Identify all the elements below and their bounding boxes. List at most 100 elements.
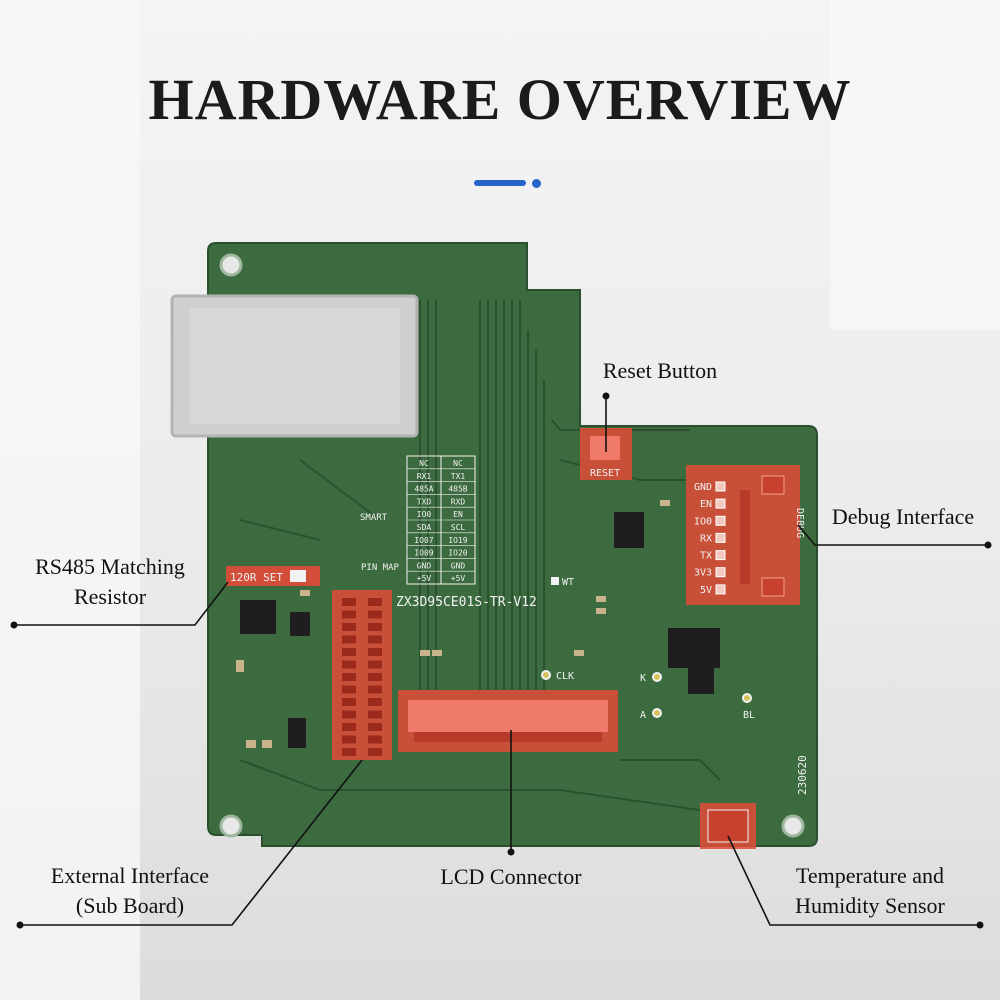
lcd-connector-highlight — [398, 690, 618, 752]
label-external-interface: External Interface (Sub Board) — [20, 861, 240, 921]
header-pin — [342, 598, 356, 606]
debug-pin-label-5v: 5V — [700, 585, 712, 596]
debug-pin-label-tx: TX — [700, 551, 712, 562]
label-sensor-line2: Humidity Sensor — [795, 893, 945, 918]
header-pin — [368, 673, 382, 681]
passive-components — [236, 500, 670, 748]
label-temp-humidity-sensor: Temperature and Humidity Sensor — [770, 861, 970, 921]
pin-map-cell-9R: +5V — [451, 574, 466, 583]
label-reset-button-text: Reset Button — [602, 358, 718, 383]
label-sensor-line1: Temperature and — [795, 863, 945, 888]
header-pin — [368, 623, 382, 631]
wt-marker — [551, 577, 559, 585]
debug-pin-label-rx: RX — [700, 533, 712, 544]
pin-map-cell-6R: IO19 — [448, 536, 467, 545]
header-pin — [342, 698, 356, 706]
header-pin — [342, 673, 356, 681]
callout-lines — [14, 396, 988, 926]
header-pin — [342, 710, 356, 719]
silk-debug: DEBUG — [794, 508, 805, 538]
header-pin — [342, 610, 356, 619]
header-pin — [342, 748, 356, 756]
debug-pin-label-io0: IO0 — [694, 516, 712, 527]
debug-pin-pad — [715, 567, 726, 578]
sensor-highlight — [700, 803, 756, 849]
ic-chips — [240, 512, 720, 748]
header-pin — [342, 635, 356, 644]
label-debug-interface-text: Debug Interface — [831, 504, 975, 529]
silk-pin-map: PIN MAP — [361, 563, 400, 573]
silk-model: ZX3D95CE01S-TR-V12 — [396, 595, 537, 610]
pin-map-cell-2R: 485B — [448, 485, 467, 494]
title-underline-dot — [532, 179, 541, 188]
label-debug-interface: Debug Interface — [808, 502, 998, 532]
mounting-holes — [219, 253, 805, 838]
background-shelf — [830, 0, 1000, 330]
pin-map-cell-6L: IO07 — [414, 536, 433, 545]
pin-map-cell-0L: NC — [419, 459, 429, 468]
header-pin — [368, 723, 382, 731]
pin-map-cell-3L: TXD — [417, 497, 432, 506]
silk-bl: BL — [743, 710, 755, 721]
pin-map-cell-8L: GND — [417, 561, 432, 570]
silk-120r: 120R SET — [230, 571, 283, 584]
silk-a: A — [640, 710, 646, 721]
debug-pin-pad — [715, 481, 726, 492]
pin-map-cell-8R: GND — [451, 561, 466, 570]
title-underline — [474, 180, 526, 186]
page-title: HARDWARE OVERVIEW — [148, 67, 852, 132]
pin-map-cell-5R: SCL — [451, 523, 466, 532]
pin-map-cell-2L: 485A — [414, 485, 433, 494]
label-reset-button: Reset Button — [560, 356, 760, 386]
silk-k: K — [640, 673, 646, 684]
pin-map-cell-5L: SDA — [417, 523, 432, 532]
header-pin — [368, 735, 382, 744]
label-lcd-connector-text: LCD Connector — [440, 864, 582, 889]
label-rs485-line2: Resistor — [73, 584, 147, 609]
header-pin — [368, 698, 382, 706]
debug-pin-label-3v3: 3V3 — [694, 568, 712, 579]
pin-map-cell-4L: IO0 — [417, 510, 432, 519]
pin-map-cell-0R: NC — [453, 459, 463, 468]
header-pin — [368, 748, 382, 756]
header-pin — [342, 623, 356, 631]
background-wall-panel — [0, 0, 140, 1000]
pin-map-cell-1R: TX1 — [451, 472, 466, 481]
label-lcd-connector: LCD Connector — [406, 862, 616, 892]
external-header-highlight — [332, 590, 392, 760]
debug-pin-pad — [715, 584, 726, 595]
shield-top — [190, 308, 400, 424]
header-pin — [368, 710, 382, 719]
debug-pin-label-gnd: GND — [694, 482, 712, 493]
debug-pin-pad — [715, 550, 726, 561]
label-rs485-line1: RS485 Matching — [35, 554, 185, 579]
debug-pin-pad — [715, 532, 726, 543]
header-pin — [368, 598, 382, 606]
silk-date: 230620 — [796, 755, 809, 795]
pcb-traces — [239, 300, 721, 811]
pin-map-cell-1L: RX1 — [417, 472, 432, 481]
header-pin — [368, 635, 382, 644]
silk-smart: SMART — [360, 513, 388, 523]
debug-pin-label-en: EN — [700, 499, 712, 510]
label-external-line2: (Sub Board) — [75, 893, 185, 918]
test-pads — [541, 670, 752, 718]
silk-reset: RESET — [590, 468, 620, 479]
silk-wt: WT — [562, 577, 574, 588]
header-pin — [368, 660, 382, 669]
debug-pin-pad — [715, 515, 726, 526]
header-pin — [368, 648, 382, 656]
pin-map-cell-7R: IO20 — [448, 549, 467, 558]
pin-map-cell-9L: +5V — [417, 574, 432, 583]
silk-clk: CLK — [556, 671, 574, 682]
pin-map-cell-7L: IO09 — [414, 549, 433, 558]
header-pin — [342, 735, 356, 744]
header-pin — [342, 685, 356, 694]
header-pin — [368, 610, 382, 619]
label-external-line1: External Interface — [50, 863, 210, 888]
header-pin — [342, 648, 356, 656]
header-pin — [342, 660, 356, 669]
header-pin — [368, 685, 382, 694]
